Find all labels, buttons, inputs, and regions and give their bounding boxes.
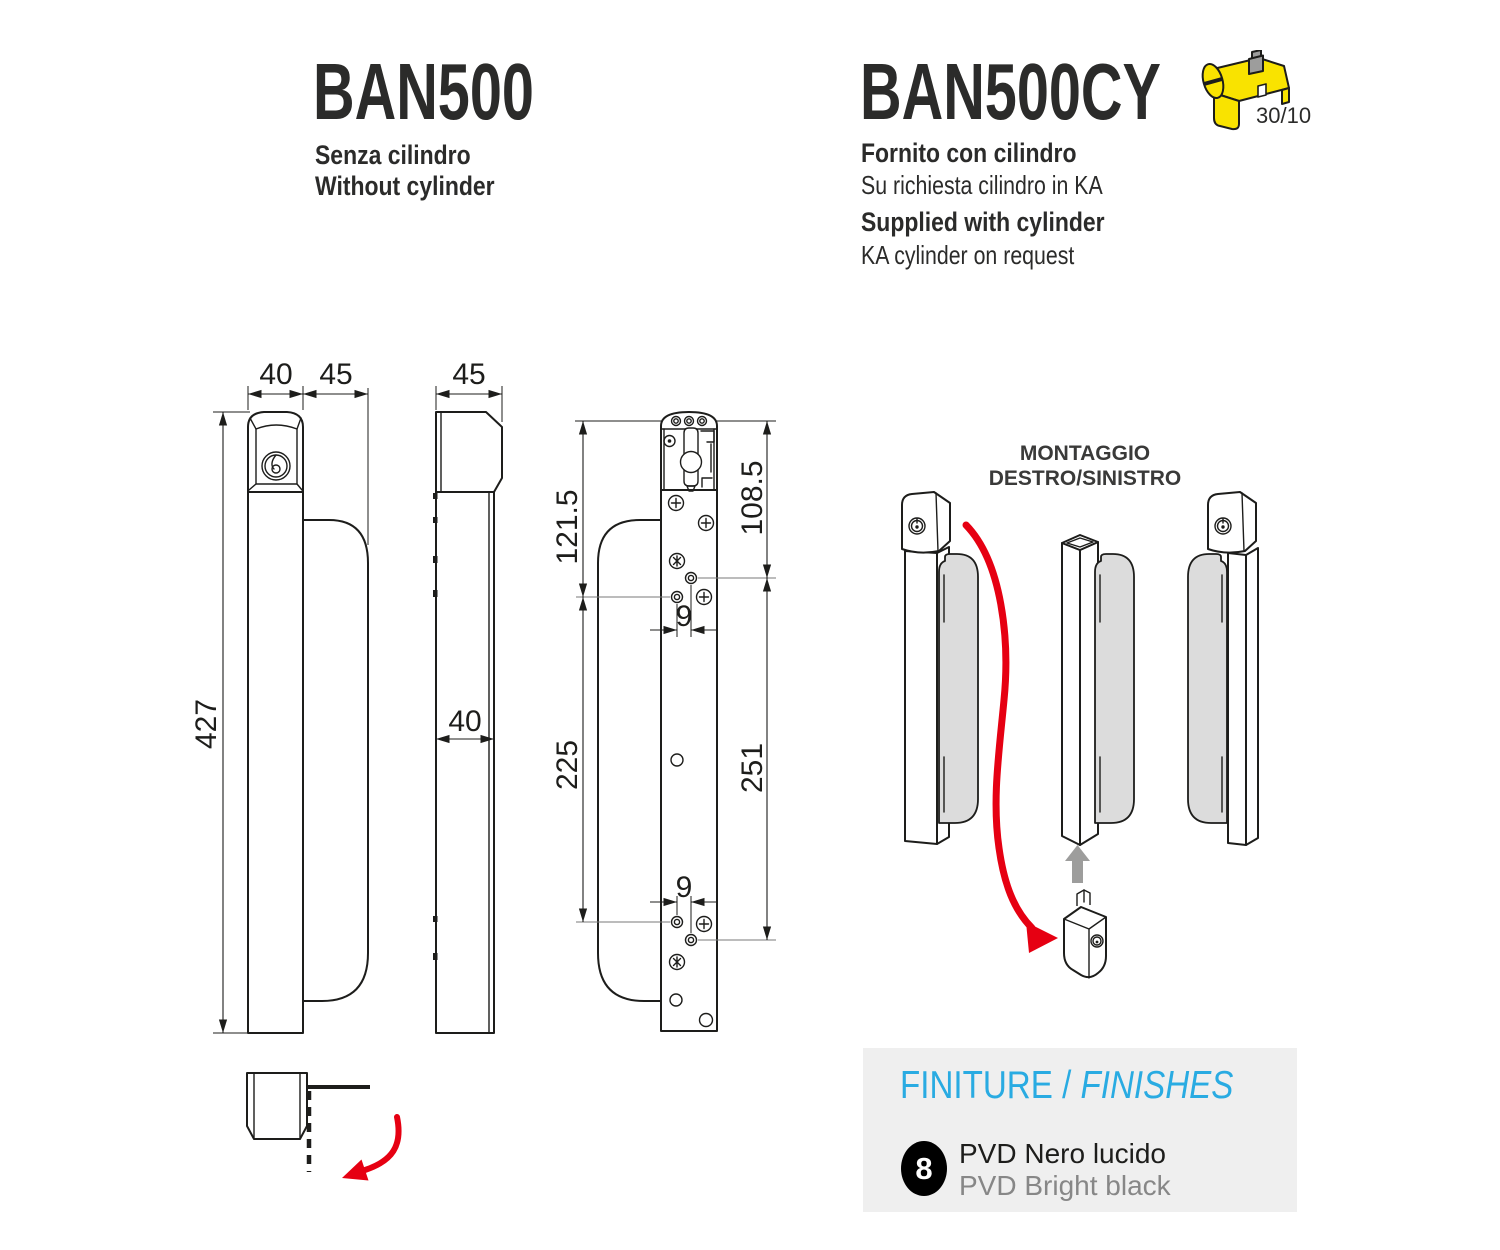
finish-name-it: PVD Nero lucido [959,1138,1166,1169]
dim-back-span-left: 225 [551,740,584,790]
finishes-title: FINITURE / FINISHES [900,1065,1292,1107]
back-top-screw-holes [670,415,708,427]
side-edge-ticks [433,493,438,960]
montaggio-tube-opening [1061,534,1099,551]
product-code-left: BAN500 [313,52,620,132]
dim-back-top-right: 108.5 [736,460,769,535]
swap-arrow-curve [962,521,1036,932]
back-grip-outline [597,519,662,1002]
request-en: KA cylinder on request [861,240,1075,270]
product-code-left-text: BAN500 [313,47,534,136]
dim-front-height: 427 [190,699,223,749]
star-screws [668,552,686,971]
finish-name-en: PVD Bright black [959,1170,1171,1201]
swap-arrow-head [1026,922,1058,953]
subtitle-left-it: Senza cilindro [315,140,471,170]
dim-side-head: 45 [452,358,485,391]
front-grip-outline [302,519,369,1002]
opening-direction-arrow-head [342,1159,369,1181]
finishes-title-it: FINITURE [900,1064,1053,1107]
finishes-title-en: FINISHES [1080,1064,1234,1107]
montaggio-title-line1: MONTAGGIO [1019,442,1151,465]
mechanism-cam [679,450,703,474]
dim-front-grip: 45 [319,358,352,391]
montaggio-handle-right [1187,491,1259,846]
dim-front-width: 40 [259,358,292,391]
front-keyhole [271,464,281,474]
dim-back-gap-bottom: 9 [676,871,693,904]
finishes-title-separator: / [1062,1064,1072,1107]
top-view-detail [246,1072,402,1181]
montaggio-title-line2: DESTRO/SINISTRO [988,467,1182,490]
dim-back-top-left: 121.5 [551,489,584,564]
fixing-holes [669,571,714,1028]
side-head [435,411,503,493]
dim-back-gap-top: 9 [676,600,693,633]
finish-code-badge: 8 [901,1141,947,1196]
dim-back-span-right: 251 [736,743,769,793]
back-view: 121.5 108.5 225 251 9 9 [551,411,776,1032]
back-plate [660,411,718,1032]
montaggio-cylinder-block [1063,889,1107,979]
front-view: 40 45 427 [190,358,369,1034]
request-it: Su richiesta cilindro in KA [861,170,1103,200]
montaggio-handle-middle [1061,534,1135,846]
mechanism-pivot [663,434,676,448]
side-body [435,491,495,1034]
phillips-screws [667,494,715,933]
front-body [247,491,304,1034]
montaggio-title: MONTAGGIO DESTRO/SINISTRO [930,441,1240,491]
montaggio-diagram [901,491,1259,979]
montaggio-handle-left [901,491,979,845]
back-lock-mechanism [660,427,718,492]
cylinder-size-label: 30/10 [1256,103,1312,128]
euro-cylinder-icon [1201,50,1290,131]
dim-side-body: 40 [448,705,481,738]
supplied-en: Supplied with cylinder [861,207,1105,237]
front-cylinder-outer [261,451,291,481]
finishes-section: FINITURE / FINISHES 8 PVD Nero lucido PV… [863,1048,1297,1212]
insert-direction-arrow [1065,845,1090,883]
subtitle-left-en: Without cylinder [315,171,495,201]
supplied-it: Fornito con cilindro [861,138,1077,168]
opening-direction-arrow-curve [362,1114,402,1173]
side-view: 45 40 [433,358,503,1034]
hole-reference-lines [576,577,776,941]
top-view-handle-section [246,1072,308,1140]
product-code-right: BAN500CY [860,52,1278,132]
product-code-right-text: BAN500CY [860,47,1161,136]
